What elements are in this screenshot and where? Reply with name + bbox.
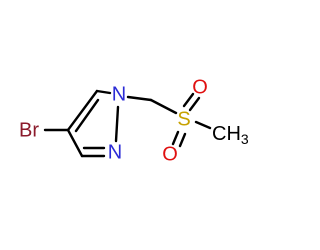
atom-n2: N xyxy=(108,141,122,163)
bond-c5-n1 xyxy=(95,89,112,95)
atom-labels: Br N N S O O CH3 xyxy=(19,76,249,165)
ch3-label: CH xyxy=(212,123,241,145)
atom-n1: N xyxy=(112,83,126,105)
bond-s-ch3 xyxy=(194,120,212,130)
bond-c4-c5-inner xyxy=(74,98,100,133)
structure-diagram: Br N N S O O CH3 xyxy=(19,76,249,165)
ch3-subscript: 3 xyxy=(241,131,249,147)
bond-c3-c4 xyxy=(66,128,84,158)
atom-br: Br xyxy=(19,119,39,141)
atom-o1: O xyxy=(192,76,208,98)
bond-s-o2-inner xyxy=(178,132,187,148)
bond-s-o1-inner xyxy=(188,96,201,112)
bonds xyxy=(43,89,212,158)
atom-ch3: CH3 xyxy=(212,123,249,146)
bond-s-o2 xyxy=(171,130,180,146)
atom-s: S xyxy=(177,108,190,130)
bond-c4-c5 xyxy=(66,89,99,132)
atom-o2: O xyxy=(162,143,178,165)
bond-n1-n2 xyxy=(114,105,120,143)
bond-s-o1 xyxy=(182,92,195,108)
bond-ch2-s xyxy=(149,98,178,115)
bond-n1-ch2 xyxy=(126,95,153,102)
